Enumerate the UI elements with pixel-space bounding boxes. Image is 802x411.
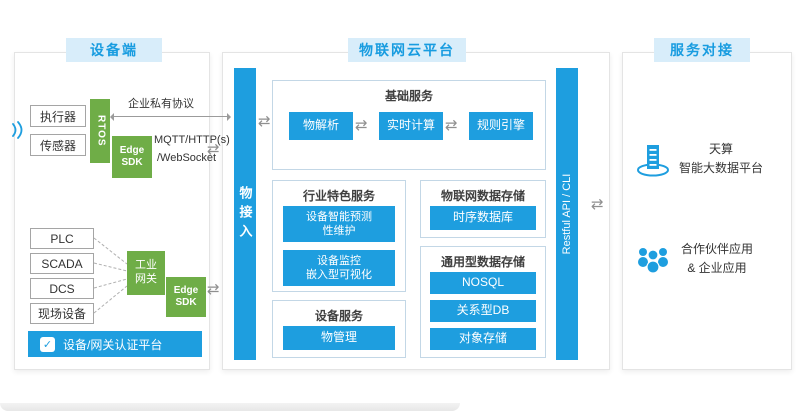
partner-line1: 合作伙伴应用 (681, 242, 754, 256)
predictive-line2: 性维护 (322, 225, 356, 237)
check-icon: ✓ (40, 336, 55, 352)
tab-service-integration: 服务对接 (654, 38, 750, 62)
tiansuan-platform-label: 天算 智能大数据平台 (679, 140, 763, 177)
device-services-title: 设备服务 (314, 309, 363, 323)
mqtt-label: MQTT/HTTP(s) (154, 134, 230, 146)
predictive-maintenance-box: 设备智能预测 性维护 (283, 206, 395, 242)
partner-line2: & 企业应用 (687, 260, 747, 275)
restful-api-label: Restful API / CLI (561, 173, 573, 255)
rule-engine-box: 规则引擎 (469, 112, 533, 140)
gateway-line2: 网关 (135, 273, 157, 285)
tiansuan-platform-item: 天算 智能大数据平台 (636, 140, 784, 177)
plc-box: PLC (30, 228, 94, 249)
people-icon (638, 247, 668, 274)
general-storage-title: 通用型数据存储 (440, 255, 525, 269)
rtos-box: RTOS (90, 99, 110, 163)
nosql-box: NOSQL (430, 272, 536, 294)
private-protocol-arrow (110, 112, 231, 121)
websocket-label: /WebSocket (157, 152, 217, 164)
exchange-arrow-parse-compute: ⇄ (355, 117, 368, 134)
basic-services-title: 基础服务 (384, 89, 433, 103)
edge-sdk-line1: Edge (119, 144, 145, 156)
object-storage-box: 对象存储 (430, 328, 536, 350)
thing-access-label: 物接入 (237, 185, 253, 243)
field-device-box: 现场设备 (30, 303, 94, 324)
service-integration-panel (622, 52, 792, 370)
monitor-line1: 设备监控 (317, 254, 361, 267)
actuator-box: 执行器 (30, 105, 86, 127)
exchange-arrow-edge-top: ⇄ (207, 141, 220, 158)
partner-apps-label: 合作伙伴应用 & 企业应用 (681, 240, 753, 277)
auth-platform-label: 设备/网关认证平台 (63, 337, 163, 352)
thing-access-bar: 物接入 (234, 68, 256, 360)
exchange-arrow-api-service: ⇄ (591, 196, 604, 213)
rtos-label: RTOS (95, 115, 107, 147)
industrial-gateway-box: 工业 网关 (127, 251, 165, 295)
private-protocol-label: 企业私有协议 (128, 98, 194, 110)
monitor-line2: 嵌入型可视化 (306, 269, 372, 281)
edge-sdk2-line1: Edge (173, 284, 199, 296)
auth-platform-bar: ✓ 设备/网关认证平台 (28, 331, 202, 357)
dcs-box: DCS (30, 278, 94, 299)
exchange-arrow-access-basic: ⇄ (258, 113, 271, 130)
wireless-icon (12, 121, 23, 139)
restful-api-bar: Restful API / CLI (556, 68, 578, 360)
timeseries-db-box: 时序数据库 (430, 206, 536, 230)
tiansuan-line2: 智能大数据平台 (679, 160, 764, 175)
partner-apps-item: 合作伙伴应用 & 企业应用 (634, 240, 786, 277)
tab-device-side: 设备端 (66, 38, 162, 62)
thing-management-box: 物管理 (283, 326, 395, 350)
scada-box: SCADA (30, 253, 94, 274)
building-icon (637, 144, 669, 177)
industry-services-title: 行业特色服务 (302, 189, 375, 203)
edge-sdk-box-bottom: Edge SDK (166, 277, 206, 317)
device-monitor-visualization-box: 设备监控 嵌入型可视化 (283, 250, 395, 286)
exchange-arrow-compute-rule: ⇄ (445, 117, 458, 134)
relational-db-box: 关系型DB (430, 300, 536, 322)
sensor-box: 传感器 (30, 134, 86, 156)
tiansuan-line1: 天算 (709, 142, 734, 156)
gateway-line1: 工业 (135, 259, 157, 272)
edge-sdk-line2: SDK (121, 157, 143, 168)
predictive-line1: 设备智能预测 (306, 210, 372, 223)
edge-sdk-box-top: Edge SDK (112, 136, 152, 178)
exchange-arrow-edge-bottom: ⇄ (207, 281, 220, 298)
iot-storage-title: 物联网数据存储 (440, 189, 525, 203)
page-edge (0, 403, 460, 411)
realtime-compute-box: 实时计算 (379, 112, 443, 140)
tab-iot-cloud-platform: 物联网云平台 (348, 38, 466, 62)
thing-parsing-box: 物解析 (289, 112, 353, 140)
edge-sdk2-line2: SDK (175, 297, 197, 308)
